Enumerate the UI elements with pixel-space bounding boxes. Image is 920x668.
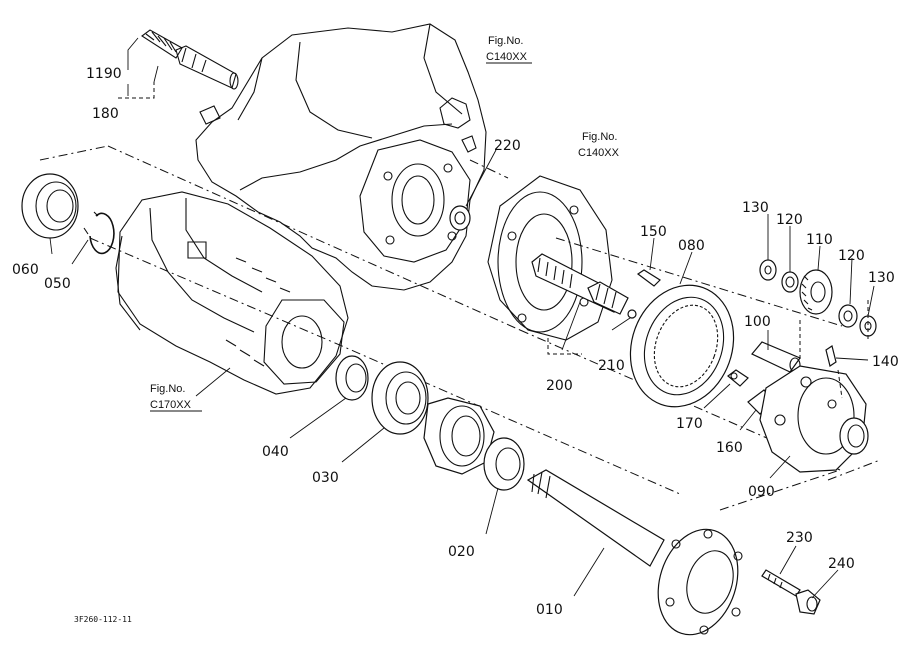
- circlip-050: [83, 211, 115, 255]
- pin-150: [636, 269, 661, 287]
- seal-060: [21, 173, 79, 239]
- label-170: 170: [676, 416, 703, 432]
- washer-130-left: [759, 259, 777, 281]
- label-200: 200: [546, 378, 573, 394]
- label-240: 240: [828, 556, 855, 572]
- drawing-code: 3F260-112-11: [74, 615, 132, 624]
- bearing-030: [371, 361, 429, 435]
- figure-references: Fig.No. C140XX Fig.No. C140XX Fig.No. C1…: [150, 35, 620, 412]
- seal-040: [335, 355, 369, 401]
- label-040: 040: [262, 444, 289, 460]
- label-100: 100: [744, 314, 771, 330]
- label-130-right: 130: [868, 270, 895, 286]
- leader-lines: [49, 37, 875, 599]
- label-030: 030: [312, 470, 339, 486]
- shaft-100: [751, 341, 801, 373]
- fig-ref-1-code: C140XX: [486, 51, 528, 63]
- label-050: 050: [44, 276, 71, 292]
- washer-130-right: [859, 315, 877, 337]
- bolt-170: [727, 369, 749, 387]
- label-180: 180: [92, 106, 119, 122]
- ring-020: [483, 437, 525, 491]
- fig-ref-1-title: Fig.No.: [488, 35, 523, 47]
- label-010: 010: [536, 602, 563, 618]
- label-120-right: 120: [838, 248, 865, 264]
- label-210: 210: [598, 358, 625, 374]
- planet-gear-110: [799, 269, 833, 315]
- ring-gear-080: [629, 284, 735, 408]
- stud-230: [761, 569, 801, 597]
- label-160: 160: [716, 440, 743, 456]
- carrier-090: [759, 365, 869, 473]
- label-150: 150: [640, 224, 667, 240]
- fig-ref-2-code: C140XX: [578, 147, 620, 159]
- seal-220: [449, 205, 471, 231]
- axle-housing: [115, 191, 349, 395]
- part-labels: 1190 180 220 150 080 130 120 110 120 130…: [12, 66, 899, 618]
- input-shaft-190: [141, 29, 239, 90]
- fig-ref-2-title: Fig.No.: [582, 131, 617, 143]
- pin-140: [825, 345, 837, 367]
- label-110: 110: [806, 232, 833, 248]
- label-020: 020: [448, 544, 475, 560]
- label-140: 140: [872, 354, 899, 370]
- label-120-left: 120: [776, 212, 803, 228]
- label-1190: 1190: [86, 66, 122, 82]
- label-090: 090: [748, 484, 775, 500]
- fig-ref-3-code: C170XX: [150, 399, 192, 411]
- diff-housing: [487, 175, 613, 341]
- shaft-200: [531, 253, 637, 319]
- label-230: 230: [786, 530, 813, 546]
- label-130-left: 130: [742, 200, 769, 216]
- axle-shaft-010: [526, 469, 743, 636]
- bearing-120-right: [838, 304, 858, 328]
- bearing-housing: [423, 397, 495, 475]
- main-housing: [195, 23, 487, 291]
- label-220: 220: [494, 138, 521, 154]
- label-080: 080: [678, 238, 705, 254]
- label-060: 060: [12, 262, 39, 278]
- bearing-120-left: [781, 271, 799, 293]
- fig-ref-3-title: Fig.No.: [150, 383, 185, 395]
